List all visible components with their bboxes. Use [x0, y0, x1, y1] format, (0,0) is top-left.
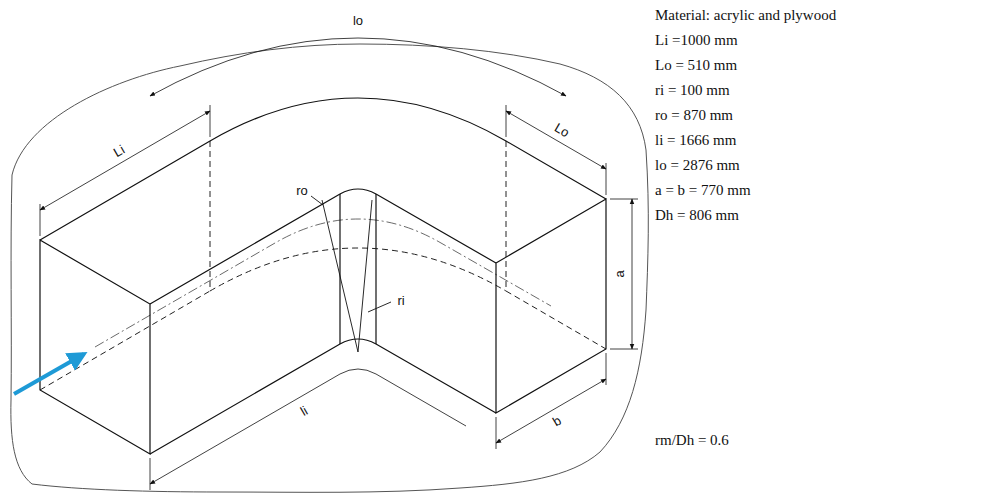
extension-line	[506, 105, 606, 195]
dimension-line	[632, 199, 633, 349]
hidden-edge	[40, 291, 210, 390]
dimension-label: lo	[352, 14, 364, 27]
spec-line: Li =1000 mm	[655, 33, 738, 48]
hidden-edges	[40, 141, 606, 390]
dimension-line	[506, 111, 606, 169]
extension-line	[40, 105, 210, 236]
hidden-edge	[506, 291, 606, 349]
dimensions	[40, 38, 638, 490]
extension-line	[610, 199, 638, 349]
inner-vertical	[375, 194, 376, 344]
spec-line: Dh = 806 mm	[655, 208, 739, 223]
dimension-label: Lo	[552, 120, 573, 139]
inlet-face	[40, 240, 150, 454]
spec-line: rm/Dh = 0.6	[655, 433, 729, 448]
spec-line: Lo = 510 mm	[655, 58, 737, 73]
dimension-label: a	[613, 269, 626, 278]
radius-line	[322, 200, 358, 352]
extension-line	[150, 458, 151, 490]
dimension-label: ro	[295, 184, 309, 197]
spec-line: Material: acrylic and plywood	[655, 8, 836, 23]
inner-top-edge	[150, 189, 496, 304]
dimension-line	[150, 38, 566, 96]
visible-edges	[40, 98, 606, 454]
dimension-label: b	[550, 413, 564, 429]
spec-line: ro = 870 mm	[655, 108, 733, 123]
dimension-line	[150, 369, 466, 484]
dimension-label: li	[297, 403, 310, 418]
break-outline	[11, 44, 648, 492]
spec-line: ri = 100 mm	[655, 83, 730, 98]
dimension-label: Li	[110, 142, 127, 159]
dimension-line	[40, 111, 210, 210]
inner-bottom-edge	[150, 339, 496, 454]
dimension-label: ri	[396, 294, 405, 307]
extension-line	[496, 353, 606, 449]
spec-line: lo = 2876 mm	[655, 158, 740, 173]
flow-arrow	[14, 354, 84, 394]
leader-line	[311, 196, 323, 205]
radius-line	[358, 200, 372, 352]
dimension-line	[496, 379, 606, 443]
spec-line: a = b = 770 mm	[655, 183, 751, 198]
hidden-edge	[506, 141, 507, 291]
centre-line	[95, 219, 551, 347]
spec-line: li = 1666 mm	[655, 133, 736, 148]
radius-lines	[311, 196, 391, 352]
inner-vertical	[339, 194, 340, 344]
outlet-face	[496, 199, 606, 413]
leader-line	[368, 302, 391, 312]
outer-top-edge	[40, 98, 606, 240]
